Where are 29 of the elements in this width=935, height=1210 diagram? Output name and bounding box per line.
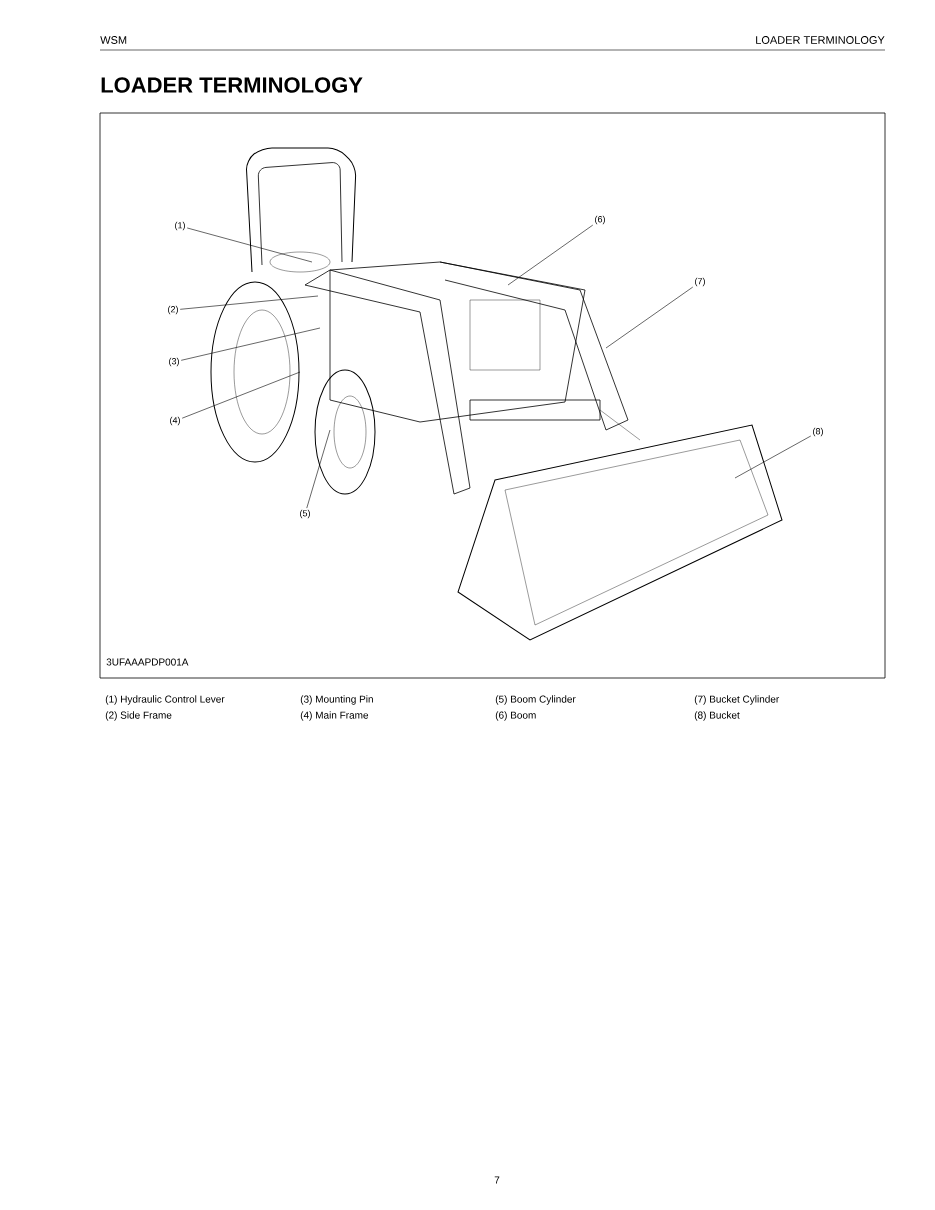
callout-number: (1): [175, 221, 185, 231]
leader-line: [605, 286, 694, 349]
legend-item: (7) Bucket Cylinder: [694, 695, 780, 705]
callout-number: (4): [170, 416, 180, 426]
legend-item: (8) Bucket: [694, 711, 740, 721]
callout-number: (5): [300, 509, 310, 519]
legend-item: (6) Boom: [495, 711, 536, 721]
callout-number: (8): [813, 427, 823, 437]
header-text: LOADER TERMINOLOGY: [756, 36, 885, 44]
leader-line: [181, 371, 301, 419]
legend-item: (5) Boom Cylinder: [495, 695, 576, 705]
callout-number: (6): [595, 215, 605, 225]
leader-line: [734, 435, 812, 479]
callout-number: (7): [695, 277, 705, 287]
legend-item: (3) Mounting Pin: [300, 695, 373, 705]
figure-code: 3UFAAAPDP001A: [106, 658, 189, 666]
legend-item: (1) Hydraulic Control Lever: [105, 695, 225, 705]
leader-line: [306, 429, 331, 509]
legend-item: (4) Main Frame: [300, 711, 369, 721]
header-text: WSM: [100, 36, 127, 44]
page-title: LOADER TERMINOLOGY: [101, 77, 363, 93]
callout-number: (3): [169, 357, 179, 367]
leader-line: [180, 327, 321, 361]
callout-number: (2): [168, 305, 178, 315]
page-number: 7: [494, 1176, 500, 1184]
leader-line: [186, 227, 313, 263]
legend-item: (2) Side Frame: [105, 711, 172, 721]
leader-line: [179, 295, 319, 310]
leader-line: [507, 224, 594, 286]
